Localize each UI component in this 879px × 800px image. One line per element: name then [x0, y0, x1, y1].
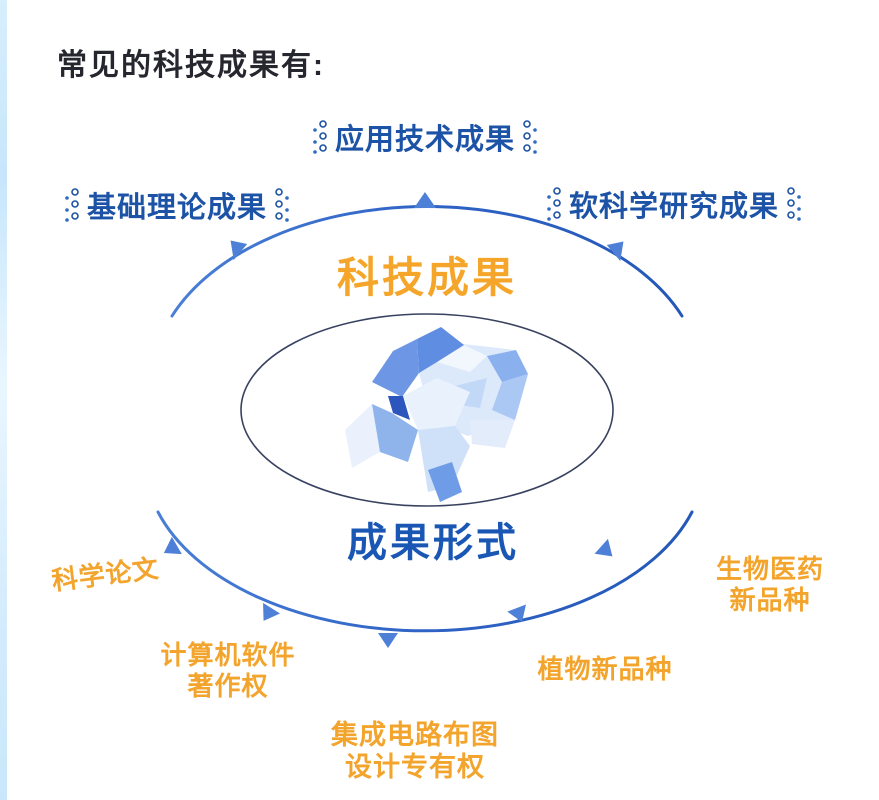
- flag-icon: [378, 633, 398, 648]
- label-plant-variety: 植物新品种: [537, 654, 673, 684]
- branch-label: 应用技术成果: [335, 124, 516, 156]
- hub-subtitle: 成果形式: [347, 521, 519, 565]
- label-applied-tech: 应用技术成果: [310, 116, 540, 158]
- flag-icon: [414, 192, 436, 208]
- left-accent-strip: [0, 0, 7, 800]
- branch-label: 软科学研究成果: [569, 191, 780, 223]
- label-basic-theory: 基础理论成果: [62, 184, 292, 226]
- dot-cluster-icon: [787, 187, 801, 221]
- flag-icon: [163, 536, 182, 555]
- flag-icon: [230, 240, 248, 261]
- flag-icon: [606, 241, 624, 262]
- flag-icon: [263, 602, 281, 621]
- dot-cluster-icon: [65, 188, 79, 222]
- flag-icon: [594, 538, 613, 557]
- arc-flag-icons: [163, 192, 624, 648]
- dot-cluster-icon: [547, 187, 561, 221]
- label-soft-science: 软科学研究成果: [544, 183, 804, 225]
- dot-cluster-icon: [313, 120, 327, 154]
- label-ic-layout-design: 集成电路布图 设计专有权: [331, 720, 499, 783]
- page-title: 常见的科技成果有:: [57, 49, 325, 82]
- hub-title: 科技成果: [336, 254, 518, 301]
- dot-cluster-icon: [523, 120, 537, 154]
- label-software-copyright: 计算机软件 著作权: [160, 640, 296, 702]
- faceted-crystal-icon: [345, 327, 528, 502]
- branch-label: 基础理论成果: [87, 192, 268, 224]
- lower-arc: [156, 510, 694, 633]
- label-biomedicine-variety: 生物医药 新品种: [715, 554, 825, 616]
- dot-cluster-icon: [275, 188, 289, 222]
- flag-icon: [507, 604, 526, 623]
